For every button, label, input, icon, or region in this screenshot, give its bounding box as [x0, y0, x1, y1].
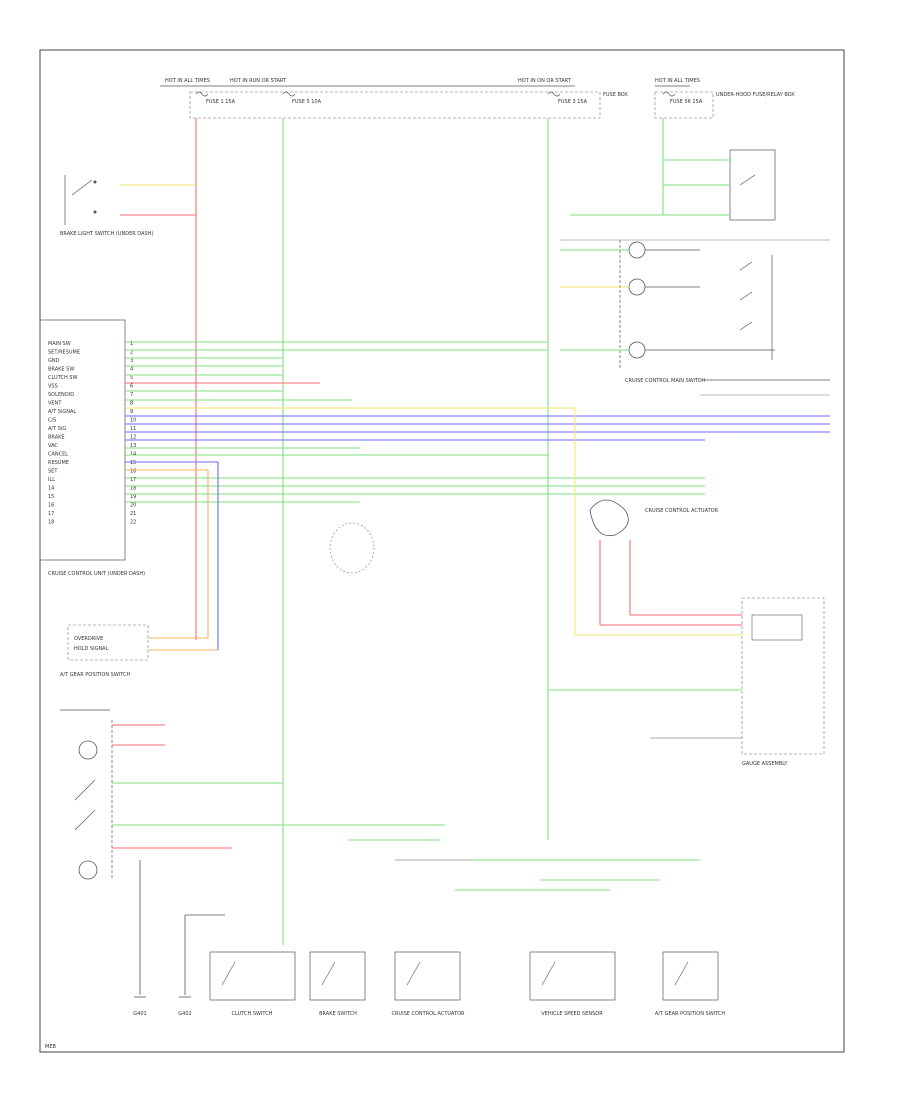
at-line-1: OVERDRIVE	[74, 636, 103, 642]
fuse-56: FUSE 56 15A	[670, 99, 703, 105]
bottom-label: BRAKE SWITCH	[319, 1011, 357, 1017]
component-box	[309, 951, 366, 1001]
component-box	[209, 951, 296, 1001]
bottom-label: A/T GEAR POSITION SWITCH	[655, 1011, 726, 1017]
ecu-pin: VSS	[48, 384, 58, 390]
fuse-1: FUSE 1 15A	[206, 99, 236, 105]
cluster-label: GAUGE ASSEMBLY	[742, 761, 788, 767]
ecu-wires	[125, 341, 830, 503]
ecu-pin: RESUME	[48, 460, 69, 466]
ecu-pin: BRAKE	[48, 435, 65, 441]
ecu-pin: VAC	[48, 443, 58, 449]
component-box	[394, 951, 461, 1001]
ecu-pin-number: 2	[130, 350, 133, 356]
component-switch	[674, 961, 689, 986]
ecu-pin: 18	[48, 520, 54, 526]
at-line-2: HOLD SIGNAL	[74, 646, 109, 652]
brake-light-switch-label: BRAKE LIGHT SWITCH (UNDER DASH)	[60, 231, 153, 237]
combination-switch	[60, 709, 113, 880]
diagram-frame	[39, 49, 845, 1053]
at-gear-position-switch	[67, 624, 149, 661]
fuse-relay-box	[654, 91, 714, 119]
ecu-pin-number: 4	[130, 367, 133, 373]
component-switch	[221, 961, 236, 986]
ecu-pin: CLUTCH SW	[48, 375, 77, 381]
bottom-label: G401	[133, 1011, 146, 1017]
ecu-pin-number: 9	[130, 409, 133, 415]
fuse-box	[189, 91, 601, 119]
ecu-pin: 14	[48, 486, 54, 492]
cruise-control-actuator-top	[589, 499, 629, 537]
hot-label-4: HOT IN ALL TIMES	[655, 78, 700, 84]
component-switch	[406, 961, 421, 986]
ecu-pin-number: 17	[130, 477, 136, 483]
gauge-assembly	[741, 597, 825, 755]
ecu-pin: CANCEL	[48, 452, 68, 458]
fuse-box-label: FUSE BOX	[603, 92, 628, 98]
ecu-pin-number: 8	[130, 401, 133, 407]
bottom-label: CLUTCH SWITCH	[232, 1011, 273, 1017]
ecu-pin: C/S	[48, 418, 56, 424]
ecu-pin: ILL	[48, 477, 55, 483]
ecu-pin-number: 20	[130, 503, 136, 509]
ecu-pin: MAIN SW	[48, 341, 71, 347]
ecu-pin-number: 18	[130, 486, 136, 492]
bottom-components	[209, 951, 719, 1001]
ecu-pin-number: 10	[130, 418, 136, 424]
cruise-relay	[729, 149, 776, 221]
ecu-pin: A/T SIG	[48, 426, 66, 432]
cruise-main-switch	[560, 240, 775, 370]
ecu-pin: A/T SIGNAL	[48, 409, 76, 415]
bottom-label: VEHICLE SPEED SENSOR	[541, 1011, 603, 1017]
ecu-pin: BRAKE SW	[48, 367, 74, 373]
hot-label-2: HOT IN RUN OR START	[230, 78, 287, 84]
component-box	[529, 951, 616, 1001]
ecu-pin-number: 12	[130, 435, 136, 441]
component-switch	[541, 961, 556, 986]
bottom-labels: G401 G402 CLUTCH SWITCH BRAKE SWITCH CRUISE …	[133, 1011, 725, 1017]
ecu-label: CRUISE CONTROL UNIT (UNDER DASH)	[48, 571, 145, 577]
fuse-relay-label: UNDER-HOOD FUSE/RELAY BOX	[716, 92, 795, 98]
at-label: A/T GEAR POSITION SWITCH	[60, 672, 131, 678]
ecu-pin-number: 6	[130, 384, 133, 390]
ecu-pin-number: 21	[130, 511, 136, 517]
brake-light-switch	[64, 175, 97, 225]
component-box	[662, 951, 719, 1001]
cruise-main-switch-label: CRUISE CONTROL MAIN SWITCH	[625, 378, 705, 384]
ecu-pin-number: 16	[130, 469, 136, 475]
hot-label-3: HOT IN ON OR START	[518, 78, 572, 84]
ecu-pin-number: 5	[130, 375, 133, 381]
component-switch	[321, 961, 336, 986]
ecu-pin-number: 15	[130, 460, 136, 466]
ecu-pin-number: 11	[130, 426, 136, 432]
ecu-pin-number: 7	[130, 392, 133, 398]
bottom-label: G402	[178, 1011, 191, 1017]
ecu-pin: SOLENOID	[48, 392, 74, 398]
ecu-pin-number: 3	[130, 358, 133, 364]
ecu-pin-number: 1	[130, 341, 133, 347]
bottom-label: CRUISE CONTROL ACTUATOR	[391, 1011, 465, 1017]
actuator-label: CRUISE CONTROL ACTUATOR	[645, 508, 719, 514]
page-ref: MEB	[45, 1044, 56, 1050]
ecu-pin: 16	[48, 503, 54, 509]
ecu-pin: 17	[48, 511, 54, 517]
ecu-pin: 15	[48, 494, 54, 500]
ecu-pin-number: 19	[130, 494, 136, 500]
fuse-5: FUSE 5 10A	[292, 99, 322, 105]
ecu-pin: SET	[48, 469, 58, 475]
ecu-pin: VENT	[48, 401, 62, 407]
ecu-pin-number: 22	[130, 520, 136, 526]
ecu-pin: SET/RESUME	[48, 350, 80, 356]
ecu-pin-number: 13	[130, 443, 136, 449]
hot-label-1: HOT IN ALL TIMES	[165, 78, 210, 84]
fuse-3: FUSE 3 15A	[558, 99, 588, 105]
ecu-pin: GND	[48, 358, 60, 364]
